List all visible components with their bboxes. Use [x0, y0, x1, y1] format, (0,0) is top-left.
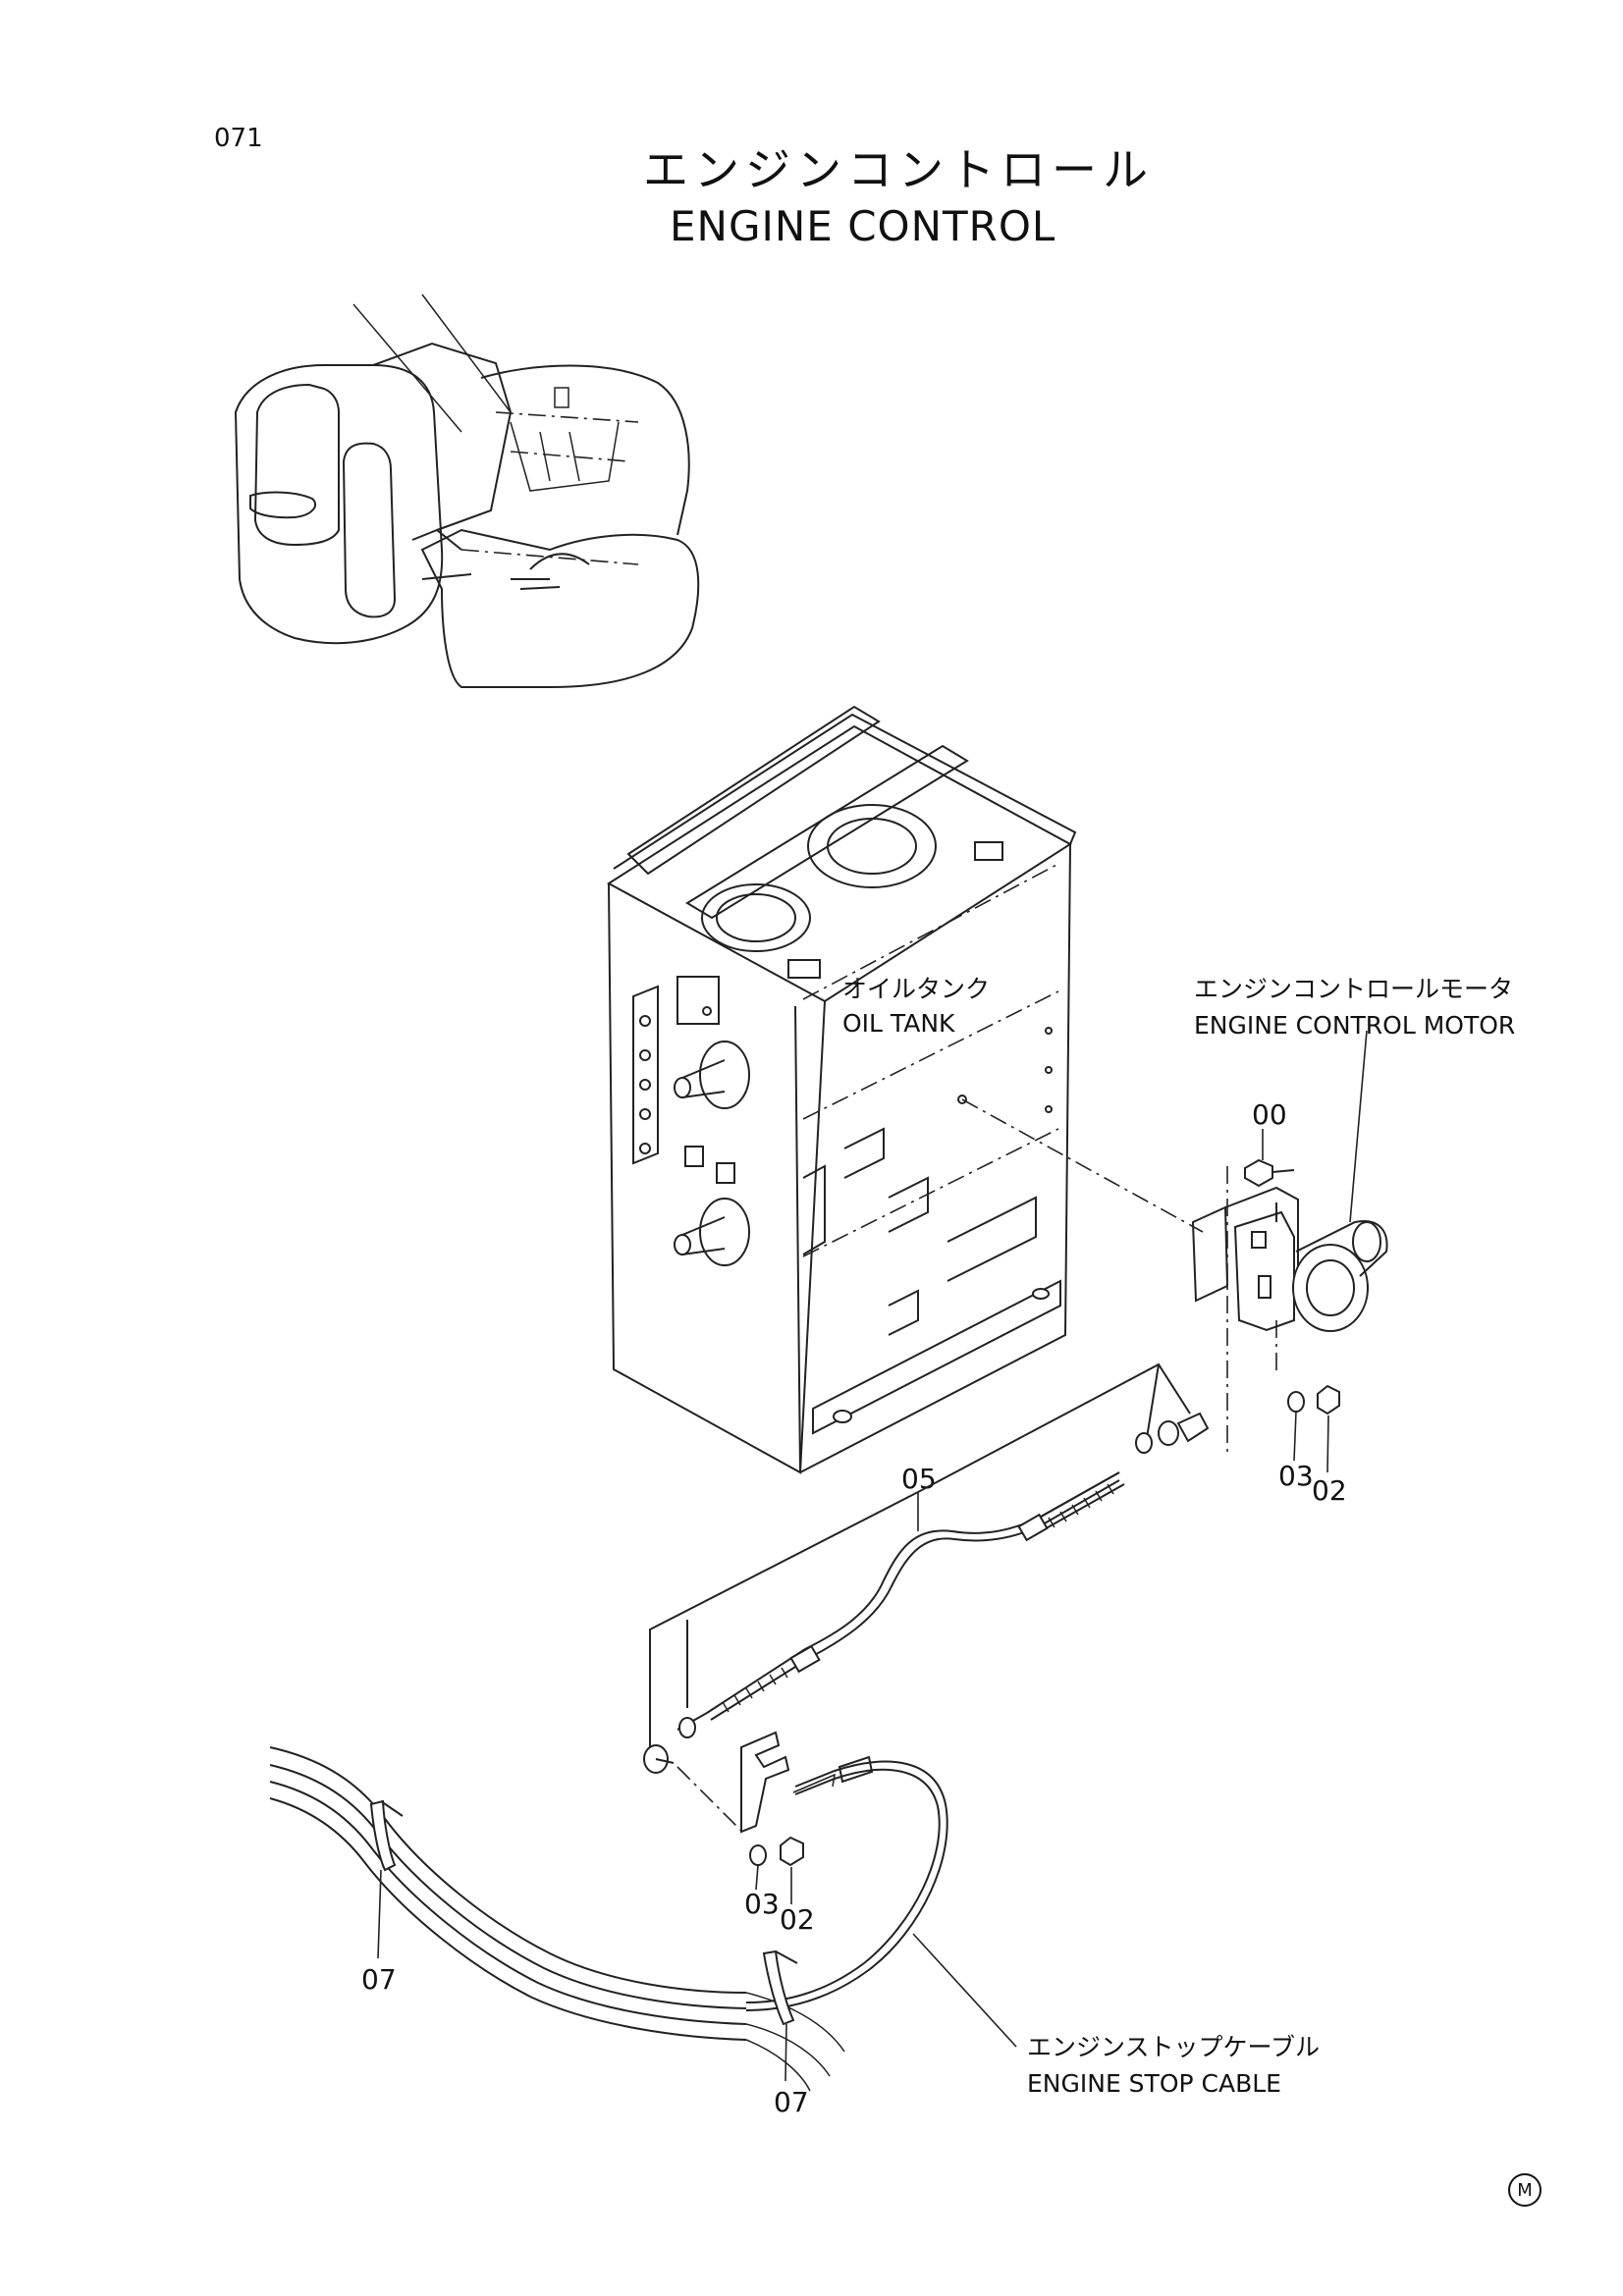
- part-07-right-leader: [784, 2023, 787, 2082]
- page-title-japanese: エンジンコントロール: [643, 143, 1154, 196]
- part-number-02-upper: 02: [1312, 1474, 1347, 1507]
- stop-cable-label: ENGINE STOP CABLE: [1027, 2069, 1281, 2098]
- stop-cable-leader: [912, 1933, 1017, 2048]
- stop-cable-label-jp: エンジンストップケーブル: [1027, 2033, 1321, 2061]
- engine-control-motor-drawing: [1191, 1158, 1388, 1453]
- corner-mark: M: [1508, 2173, 1542, 2207]
- cable-05-bracket-upper: [917, 1362, 1191, 1493]
- part-number-02-lower: 02: [780, 1903, 815, 1936]
- part-03-upper-leader: [1293, 1411, 1297, 1462]
- engine-stop-cable-drawing: [745, 1755, 948, 2011]
- page-number: 071: [214, 124, 263, 153]
- part-number-07-left: 07: [361, 1963, 397, 1996]
- cable-05-bracket-lower: [649, 1491, 919, 1757]
- oil-tank-label: OIL TANK: [842, 1009, 955, 1038]
- part-number-03-lower: 03: [744, 1888, 780, 1920]
- part-07-left-leader: [377, 1869, 382, 1959]
- harness-drawing: [269, 1746, 845, 2092]
- washer-lower: [749, 1844, 767, 1866]
- excavator-overview-drawing: [234, 294, 700, 688]
- part-02-upper-leader: [1326, 1415, 1329, 1473]
- part-number-00: 00: [1252, 1098, 1287, 1131]
- part-03-lower-leader: [755, 1864, 759, 1891]
- motor-label: ENGINE CONTROL MOTOR: [1194, 1011, 1516, 1040]
- oil-tank-drawing: [607, 705, 1077, 1474]
- washer-upper: [1287, 1391, 1305, 1413]
- motor-leader: [1349, 1030, 1368, 1223]
- nut-lower: [780, 1836, 804, 1867]
- page-title: ENGINE CONTROL: [670, 202, 1056, 250]
- motor-label-jp: エンジンコントロールモータ: [1194, 975, 1514, 1003]
- part-number-05: 05: [901, 1463, 937, 1495]
- nut-upper: [1317, 1384, 1340, 1415]
- cable-assembly-05-drawing: [643, 1412, 1210, 1774]
- part-number-03-upper: 03: [1278, 1460, 1314, 1492]
- mounting-leader-line: [961, 1098, 1204, 1233]
- stop-lever-drawing: [676, 1731, 804, 1867]
- oil-tank-label-jp: オイルタンク: [842, 975, 991, 1003]
- part-number-07-right: 07: [774, 2086, 809, 2118]
